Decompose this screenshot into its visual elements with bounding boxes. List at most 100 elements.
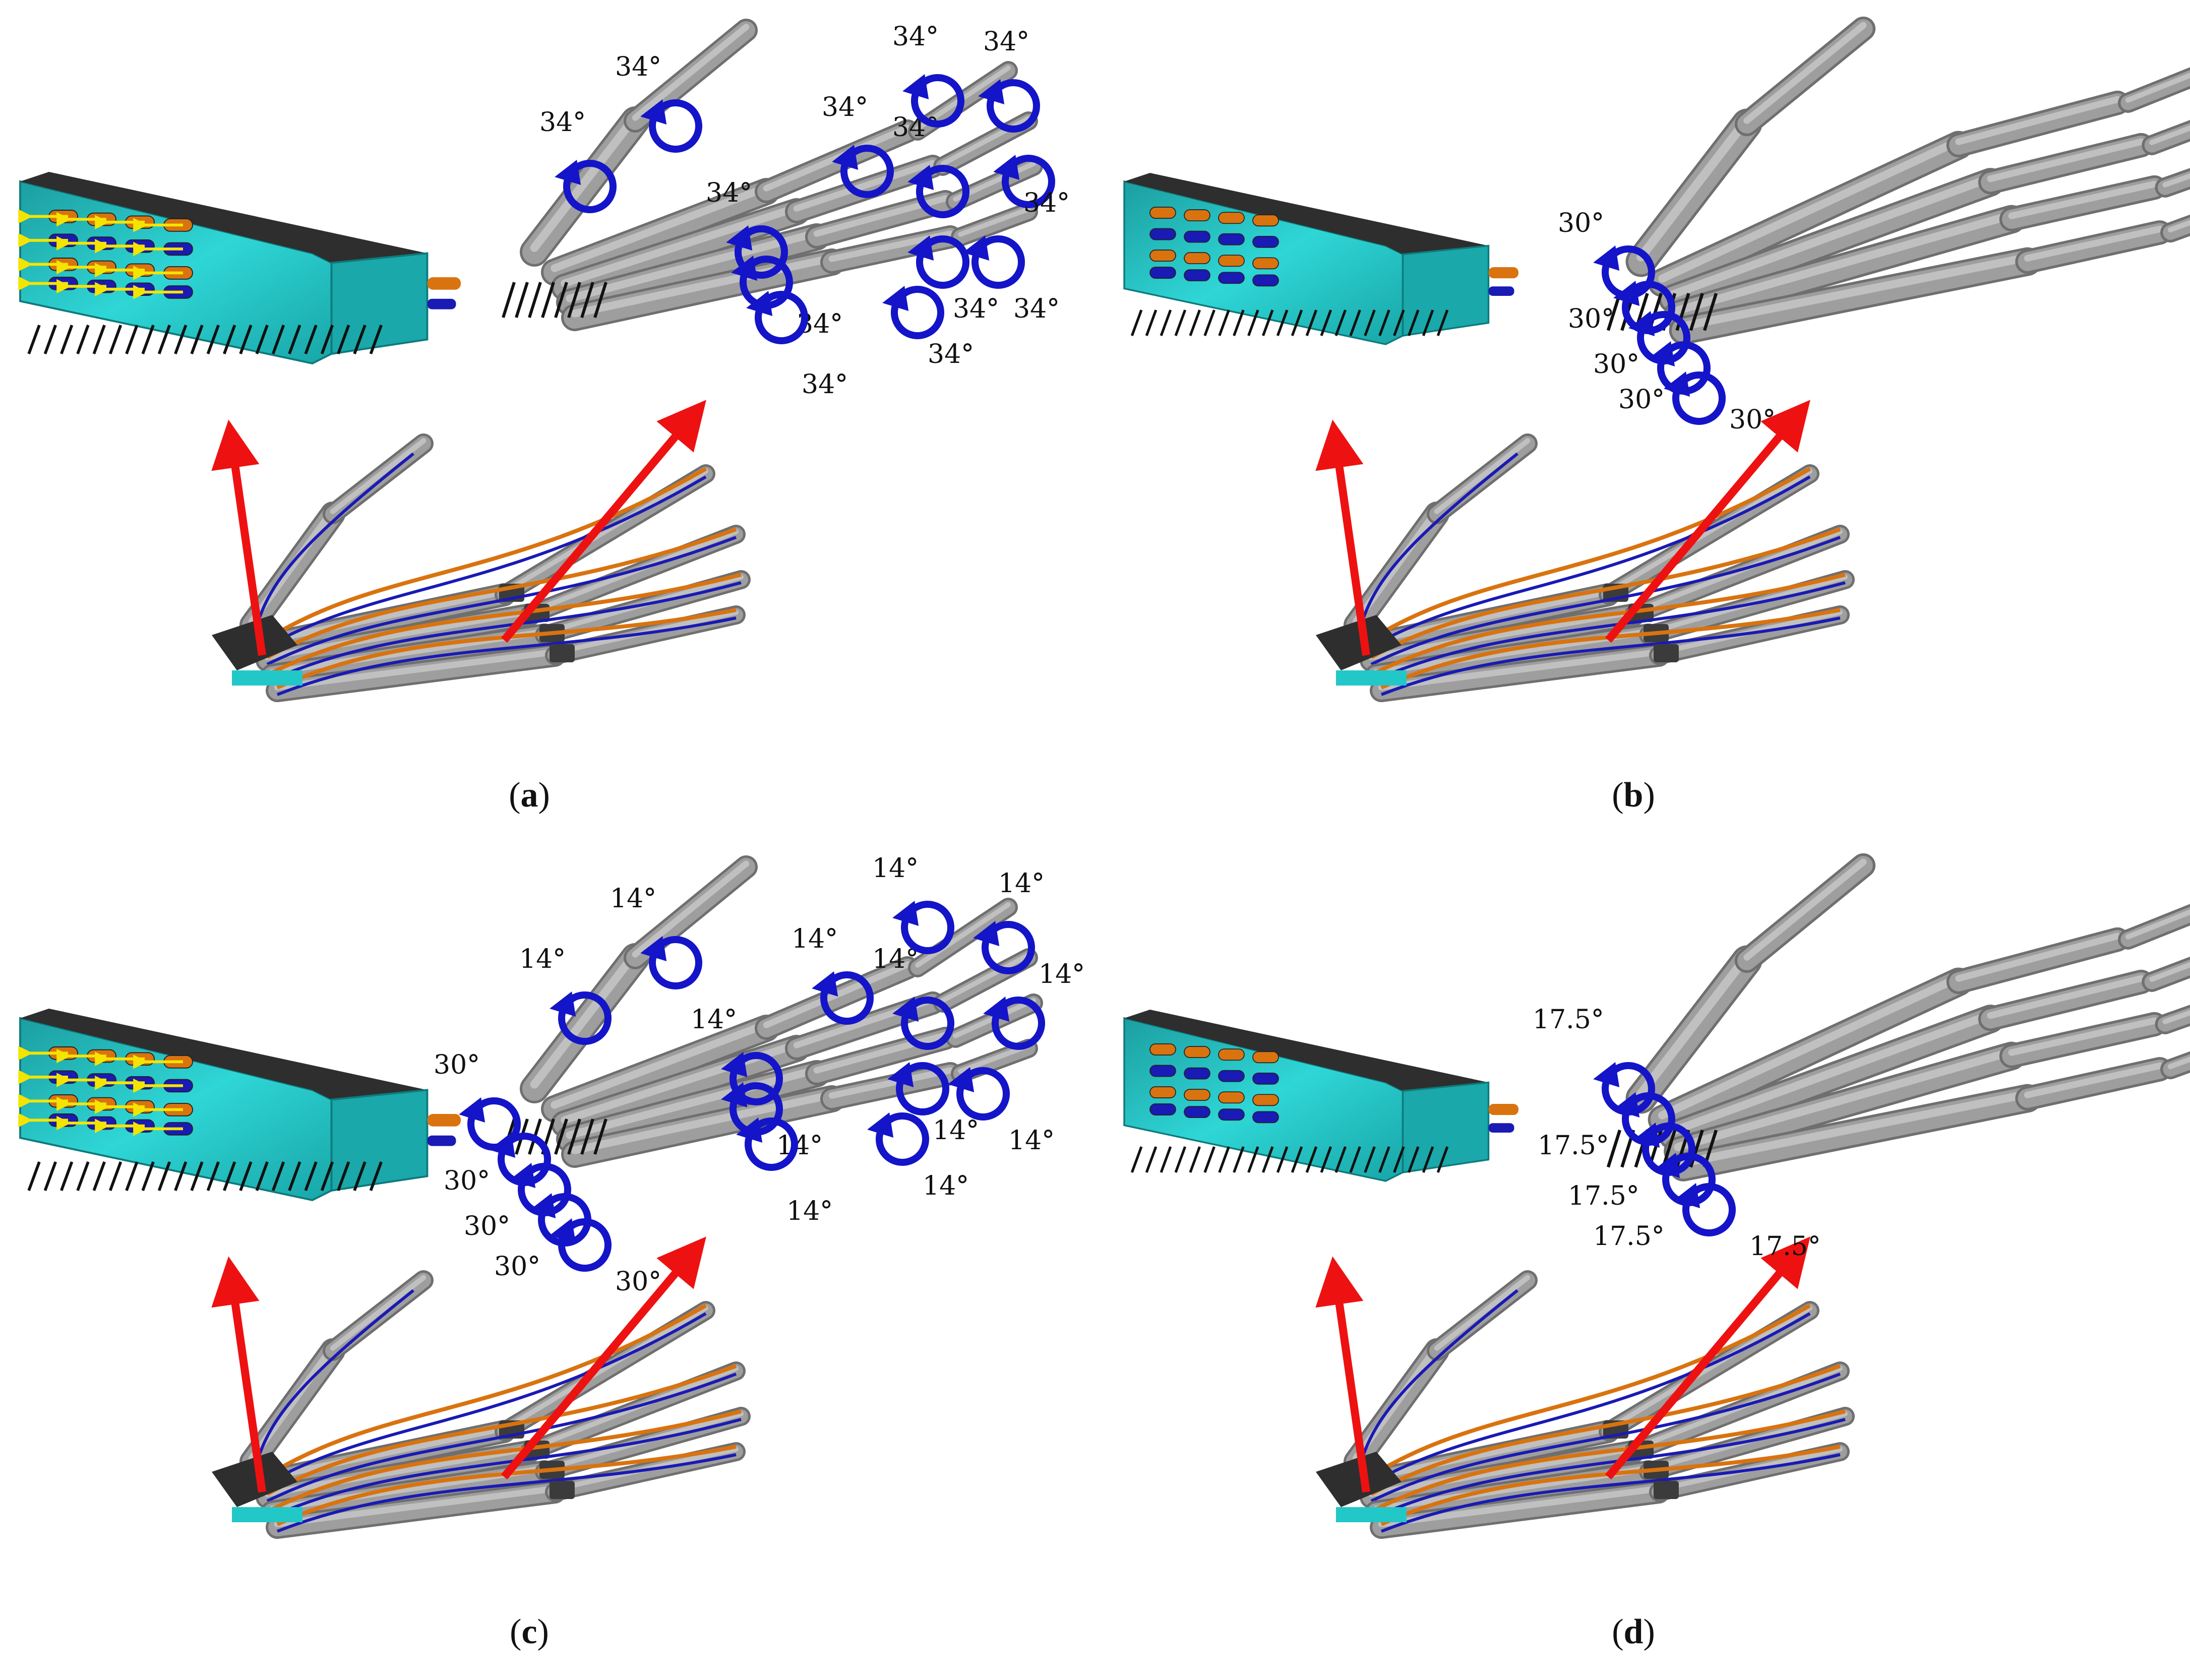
rotation-arrow-icon bbox=[987, 79, 1040, 133]
hatch-line bbox=[271, 1161, 285, 1191]
proximal-phalanx bbox=[2002, 178, 2164, 229]
hatch-line bbox=[554, 1118, 568, 1155]
metacarpal-bone-highlight bbox=[1668, 174, 1995, 299]
angle-label: 14° bbox=[872, 944, 919, 974]
rotation-arrow-icon bbox=[467, 1097, 521, 1151]
skeleton-hand bbox=[502, 19, 1043, 331]
actuator-piston bbox=[1252, 274, 1279, 287]
tendon-orange bbox=[261, 467, 707, 644]
force-arrow-icon bbox=[1315, 1256, 1370, 1493]
thumb-phalanx-highlight bbox=[632, 24, 750, 121]
actuator-piston bbox=[1218, 233, 1245, 245]
rotation-arrow-head-icon bbox=[993, 155, 1020, 180]
thumb-phalanx-highlight bbox=[330, 438, 427, 514]
tendon-orange bbox=[1380, 608, 1841, 690]
metacarpal-bone-highlight bbox=[1368, 608, 1637, 660]
metacarpal-bone-highlight bbox=[259, 1425, 508, 1482]
angle-label: 34° bbox=[1023, 188, 1070, 218]
actuator-piston bbox=[1149, 250, 1176, 262]
hatch-line bbox=[528, 282, 542, 318]
metacarpal-bone bbox=[1367, 626, 1658, 685]
proximal-phalanx bbox=[2018, 223, 2169, 271]
hatch-line bbox=[1393, 309, 1405, 336]
rotation-arrow-head-icon bbox=[509, 1163, 536, 1188]
metacarpal-bone-highlight bbox=[566, 229, 821, 302]
distal-phalanx-highlight bbox=[2125, 72, 2190, 103]
proximal-phalanx-highlight bbox=[1955, 96, 2121, 145]
angle-label: 17.5° bbox=[1538, 1131, 1609, 1161]
hatch-line bbox=[43, 325, 57, 354]
actuator-piston bbox=[1149, 1086, 1176, 1098]
ground-hatch-icon bbox=[502, 282, 607, 318]
hatch-line bbox=[157, 1161, 171, 1191]
phalanx-bone bbox=[1652, 608, 1847, 662]
hatch-line bbox=[580, 282, 594, 318]
rotation-arrow-head-icon bbox=[887, 1062, 914, 1087]
actuator-piston bbox=[1252, 214, 1279, 227]
metacarpal-bone-highlight bbox=[1679, 1090, 2032, 1167]
thumb-phalanx-highlight bbox=[1743, 22, 1867, 124]
thumb-phalanx-highlight bbox=[1743, 858, 1867, 961]
actuator-piston bbox=[1184, 252, 1210, 265]
metacarpal-bone bbox=[258, 1443, 538, 1506]
rotation-arrow-head-icon bbox=[1613, 281, 1640, 306]
actuator-base bbox=[1336, 1507, 1407, 1522]
hatch-line bbox=[1334, 309, 1347, 336]
actuator-piston bbox=[1252, 1072, 1279, 1085]
hatch-line bbox=[1130, 309, 1143, 336]
distal-phalanx-highlight bbox=[2167, 220, 2190, 233]
angle-label: 14° bbox=[1008, 1126, 1055, 1156]
rotation-arrow-icon bbox=[956, 1067, 1010, 1121]
angle-label: 14° bbox=[776, 1131, 823, 1161]
angle-label: 30° bbox=[1618, 385, 1665, 415]
caption-letter: d bbox=[1624, 1612, 1644, 1651]
rotation-arrow-head-icon bbox=[1613, 1092, 1640, 1117]
rotation-arrow-icon bbox=[1682, 1183, 1736, 1236]
hatch-line bbox=[1305, 1146, 1318, 1173]
caption-close-paren: ) bbox=[537, 1612, 549, 1651]
rotation-arrow-icon bbox=[901, 997, 954, 1050]
rotation-arrow-head-icon bbox=[1674, 1183, 1700, 1208]
angle-label: 14° bbox=[998, 868, 1045, 899]
tendon-orange bbox=[1365, 467, 1811, 644]
metacarpal-bone-highlight bbox=[274, 649, 558, 691]
hatch-line bbox=[27, 325, 41, 354]
hatch-line bbox=[141, 1161, 155, 1191]
angle-label: 34° bbox=[539, 107, 586, 138]
rotation-arrow-head-icon bbox=[1664, 371, 1690, 397]
hatch-line bbox=[1606, 1130, 1622, 1168]
ground-hatch-icon bbox=[27, 1161, 383, 1191]
tendon-orange bbox=[1365, 1303, 1811, 1481]
distal-phalanx-highlight bbox=[2149, 962, 2190, 982]
rotation-arrow-head-icon bbox=[892, 997, 919, 1022]
tendon-orange bbox=[271, 573, 742, 674]
hatch-line bbox=[1174, 309, 1187, 336]
thumb-phalanx-highlight bbox=[1434, 1275, 1531, 1351]
angle-label: 34° bbox=[928, 339, 974, 369]
proximal-phalanx-highlight bbox=[793, 160, 936, 212]
angle-label: 30° bbox=[1558, 208, 1604, 238]
caption-letter: c bbox=[521, 1612, 537, 1651]
angle-label: 17.5° bbox=[1749, 1231, 1821, 1262]
hatch-line bbox=[190, 1161, 204, 1191]
rotation-arrow-head-icon bbox=[1654, 1153, 1680, 1178]
rotation-arrow-icon bbox=[745, 1117, 798, 1171]
rotation-arrow-head-icon bbox=[640, 936, 667, 961]
hatch-line bbox=[1393, 1146, 1405, 1173]
phalanx-bone-highlight bbox=[1606, 1305, 1812, 1432]
rotation-arrow-head-icon bbox=[736, 1117, 763, 1143]
metacarpal-bone-highlight bbox=[1658, 973, 1963, 1119]
rotation-arrow-head-icon bbox=[902, 74, 929, 99]
caption-open-paren: ( bbox=[509, 776, 520, 815]
phalanx-bone bbox=[548, 1445, 743, 1499]
metacarpal-bone-highlight bbox=[264, 1445, 533, 1497]
proximal-phalanx-highlight bbox=[2008, 180, 2158, 219]
hatch-line bbox=[320, 325, 334, 354]
hatch-line bbox=[239, 1161, 253, 1191]
angle-label: 30° bbox=[494, 1252, 540, 1282]
phalanx-bone bbox=[1652, 1445, 1847, 1499]
tendon-blue bbox=[1365, 1312, 1811, 1487]
distal-phalanx-highlight bbox=[2167, 1056, 2190, 1070]
rotation-arrow-icon bbox=[971, 235, 1025, 289]
rotation-arrow-icon bbox=[1002, 155, 1055, 208]
